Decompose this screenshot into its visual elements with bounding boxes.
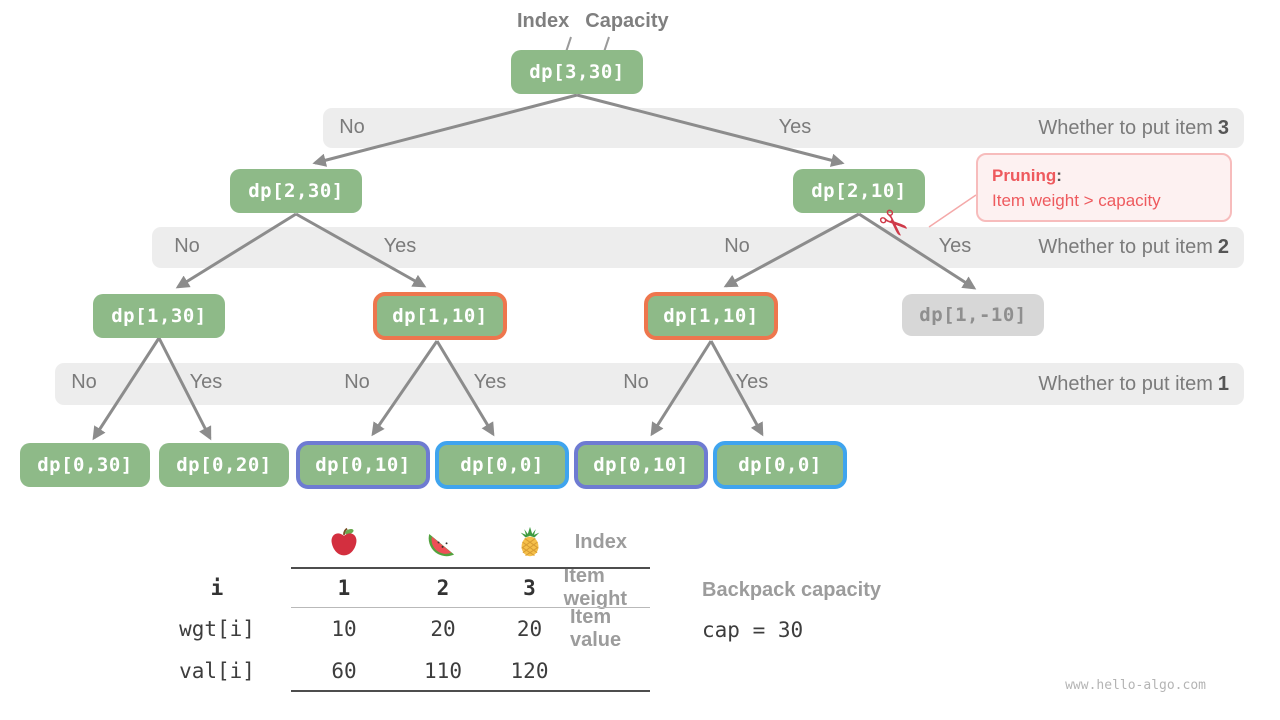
- table-rule-bottom: [291, 690, 650, 692]
- table-rule-middle: [291, 607, 650, 608]
- table-cell-val: val[i]: [179, 659, 255, 683]
- row-label-item-weight: Item weight: [563, 565, 628, 610]
- pruning-callout: Pruning: Item weight > capacity: [976, 153, 1232, 222]
- capacity-label: Capacity: [585, 10, 669, 32]
- table-cell-value-2: 110: [424, 659, 462, 683]
- branch-label: No: [71, 371, 97, 393]
- node-dp-0-0-highlighted: dp[0,0]: [435, 441, 569, 489]
- edge-dp110b-dp010b: [650, 340, 713, 437]
- branch-label: Yes: [778, 116, 812, 138]
- table-spacer: [143, 516, 291, 568]
- pruning-detail: Item weight > capacity: [992, 191, 1161, 210]
- edge-dp330-dp230: [312, 93, 578, 167]
- edge-dp210-dp110b: [723, 212, 860, 288]
- state-pointer-labels: Index Capacity: [517, 10, 669, 33]
- table-cell-wgt: wgt[i]: [179, 617, 255, 641]
- branch-label: Yes: [938, 235, 972, 257]
- pruning-callout-line: [928, 194, 977, 228]
- row-label-item-value: Item value: [570, 606, 622, 651]
- backpack-capacity-value: cap = 30: [702, 618, 804, 642]
- table-cell-weight-3: 20: [516, 617, 543, 641]
- capacity-pointer-line: [603, 36, 610, 53]
- table-cell-index-1: 1: [337, 576, 351, 600]
- table-cell-index-3: 3: [523, 576, 536, 600]
- branch-label: Yes: [383, 235, 417, 257]
- node-dp-1-neg10-pruned: dp[1,-10]: [902, 294, 1044, 336]
- band-question-text: Whether to put item: [1038, 372, 1213, 395]
- node-dp-2-10: dp[2,10]: [793, 169, 925, 213]
- node-dp-0-10-highlighted: dp[0,10]: [574, 441, 708, 489]
- edge-dp110a-dp000a: [435, 340, 495, 437]
- table-cell-weight-1: 10: [331, 617, 357, 641]
- branch-label: Yes: [473, 371, 507, 393]
- band-question-text: Whether to put item: [1038, 236, 1213, 258]
- edge-dp330-dp210: [576, 93, 845, 167]
- table-cell-weight-2: 20: [430, 617, 456, 641]
- watermelon-icon: [397, 516, 489, 568]
- branch-label: No: [344, 371, 370, 393]
- edge-dp110a-dp010a: [371, 340, 439, 437]
- item-table: Index i 1 2 3 Item weight wgt[i] 10 20 2…: [143, 516, 649, 692]
- node-dp-0-30: dp[0,30]: [20, 443, 150, 487]
- band-question-item-number: 1: [1217, 372, 1229, 395]
- table-rule-top: [291, 567, 650, 569]
- branch-label: No: [623, 371, 649, 393]
- node-dp-3-30: dp[3,30]: [511, 50, 643, 94]
- node-dp-2-30: dp[2,30]: [230, 169, 362, 213]
- edge-dp230-dp110a: [295, 212, 427, 288]
- edge-dp110b-dp000b: [709, 340, 764, 437]
- branch-label: No: [174, 235, 200, 257]
- pruning-title-colon: :: [1056, 166, 1062, 185]
- band-question-item-number: 3: [1217, 116, 1229, 139]
- branch-label: Yes: [189, 371, 223, 393]
- table-cell-value-1: 60: [331, 659, 357, 683]
- band-question-item-number: 2: [1217, 236, 1229, 258]
- pruning-title: Pruning:: [992, 164, 1216, 188]
- table-cell-index-2: 2: [436, 576, 450, 600]
- branch-label: No: [724, 235, 750, 257]
- index-pointer-line: [565, 36, 572, 53]
- index-label: Index: [517, 10, 570, 32]
- node-dp-1-10-highlighted: dp[1,10]: [644, 292, 778, 340]
- node-dp-0-0-highlighted: dp[0,0]: [713, 441, 847, 489]
- pineapple-icon: [489, 516, 570, 568]
- table-cell-i: i: [210, 576, 224, 600]
- edge-dp230-dp130: [175, 212, 297, 289]
- backpack-capacity-label: Backpack capacity: [702, 579, 882, 601]
- watermark: www.hello-algo.com: [1065, 678, 1206, 693]
- branch-label: No: [339, 116, 365, 138]
- table-cell-value-3: 120: [510, 659, 549, 683]
- node-dp-0-10-highlighted: dp[0,10]: [296, 441, 430, 489]
- pruning-title-text: Pruning: [992, 166, 1057, 185]
- edge-dp130-dp020: [157, 337, 212, 441]
- node-dp-1-10-highlighted: dp[1,10]: [373, 292, 507, 340]
- row-label-index: Index: [574, 530, 627, 553]
- edge-dp130-dp030: [92, 337, 161, 441]
- edge-dp210-dp1n10-pruned: [858, 212, 977, 290]
- apple-icon: [291, 516, 397, 568]
- node-dp-1-30: dp[1,30]: [93, 294, 225, 338]
- node-dp-0-20: dp[0,20]: [159, 443, 289, 487]
- branch-label: Yes: [735, 371, 769, 393]
- band-question-text: Whether to put item: [1038, 116, 1213, 139]
